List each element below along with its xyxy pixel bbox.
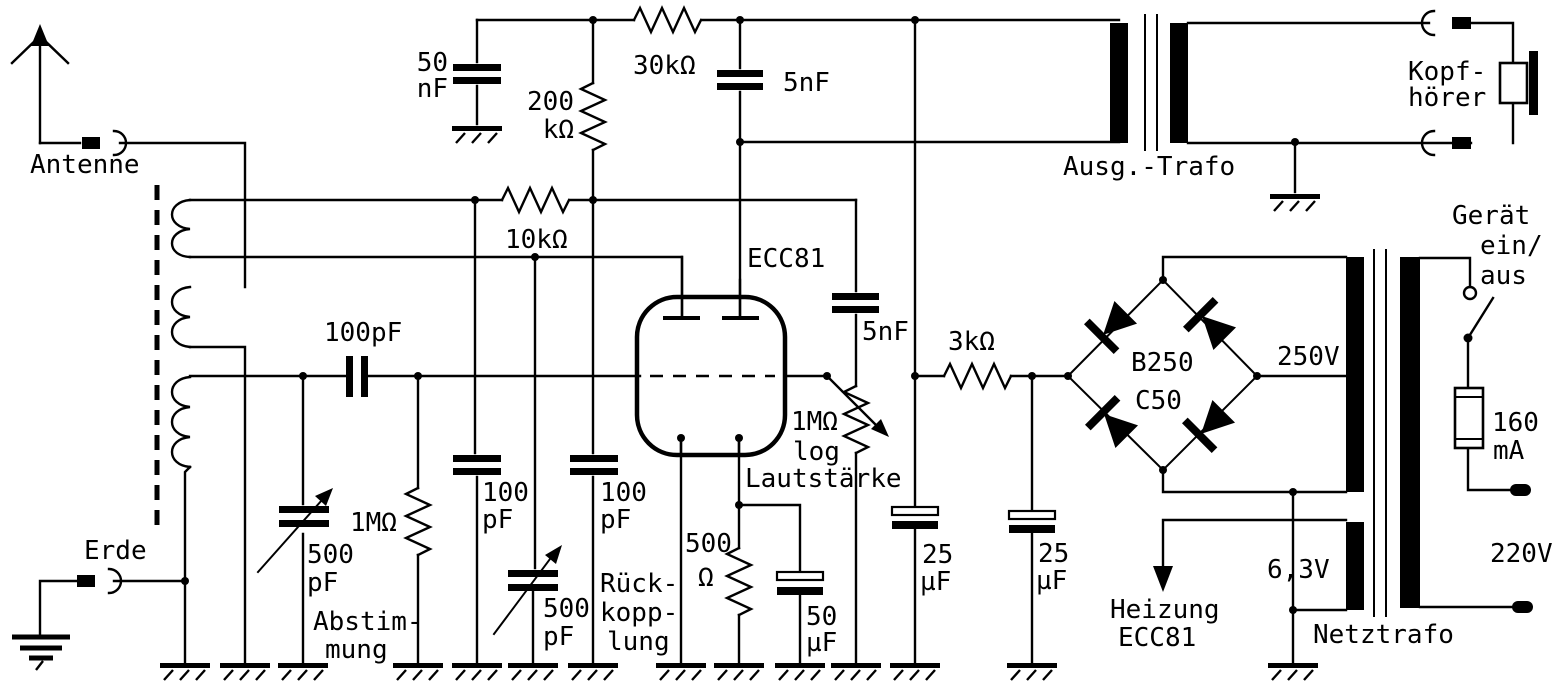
output-transformer bbox=[1110, 14, 1188, 151]
label-headphone-1: Kopf- bbox=[1408, 57, 1486, 87]
wires bbox=[38, 18, 1515, 665]
label-100pf-a-unit: pF bbox=[482, 505, 513, 535]
label-fuse-unit: mA bbox=[1493, 436, 1525, 466]
heater-arrow-icon bbox=[1153, 566, 1173, 592]
label-switch-3: aus bbox=[1480, 261, 1527, 291]
resistor-3k bbox=[942, 361, 1013, 391]
resistor-10k bbox=[500, 185, 571, 215]
label-regen-caption3: lung bbox=[607, 627, 670, 657]
label-erde: Erde bbox=[84, 536, 147, 566]
label-250v: 250V bbox=[1277, 342, 1340, 372]
label-500ohm-unit: Ω bbox=[698, 563, 714, 593]
label-1m-gridleak: 1MΩ bbox=[350, 508, 397, 538]
label-25uf-a-value: 25 bbox=[922, 540, 953, 570]
label-regen-caption1: Rück- bbox=[600, 569, 678, 599]
label-mains-transformer: Netztrafo bbox=[1313, 620, 1454, 650]
antenna-plug-icon bbox=[82, 129, 128, 157]
label-regen-caption2: kopp- bbox=[600, 598, 678, 628]
capacitor-100pf-b bbox=[570, 455, 618, 475]
label-3k: 3kΩ bbox=[948, 327, 995, 357]
label-antenne: Antenne bbox=[30, 150, 140, 180]
label-output-transformer: Ausg.-Trafo bbox=[1063, 152, 1235, 182]
label-tuning-caption1: Abstim- bbox=[313, 607, 423, 637]
label-100pf-series: 100pF bbox=[324, 318, 402, 348]
label-50uf-value: 50 bbox=[806, 602, 837, 632]
label-500ohm-value: 500 bbox=[685, 529, 732, 559]
label-headphone-2: hörer bbox=[1408, 83, 1486, 113]
label-100pf-b-value: 100 bbox=[600, 478, 647, 508]
label-tuning-value: 500 bbox=[307, 540, 354, 570]
fuse-icon bbox=[1453, 386, 1485, 450]
label-220v: 220V bbox=[1490, 539, 1553, 569]
label-fuse-value: 160 bbox=[1492, 408, 1539, 438]
label-10k: 10kΩ bbox=[505, 225, 568, 255]
resistor-200k bbox=[578, 81, 608, 152]
label-50nf-value: 50 bbox=[417, 48, 448, 78]
label-100pf-b-unit: pF bbox=[600, 505, 631, 535]
resistor-1m-gridleak bbox=[403, 486, 433, 557]
headphone-speaker-icon bbox=[1498, 51, 1538, 115]
label-heater-1: Heizung bbox=[1110, 595, 1220, 625]
label-heater-2: ECC81 bbox=[1118, 623, 1196, 653]
label-100pf-a-value: 100 bbox=[482, 478, 529, 508]
label-25uf-a-unit: µF bbox=[920, 567, 951, 597]
label-50nf-unit: nF bbox=[417, 74, 448, 104]
mains-plug-bottom-icon bbox=[1512, 601, 1533, 613]
capacitor-100pf-series bbox=[346, 356, 368, 397]
capacitor-regen-500pf bbox=[492, 545, 562, 636]
capacitor-50nf bbox=[453, 64, 501, 84]
capacitor-tuning-500pf bbox=[256, 488, 333, 574]
mains-plug-top-icon bbox=[1510, 484, 1531, 496]
label-pot-value: 1MΩ bbox=[791, 407, 838, 437]
label-50uf-unit: µF bbox=[806, 628, 837, 658]
label-63v: 6,3V bbox=[1267, 555, 1330, 585]
label-25uf-b-value: 25 bbox=[1038, 539, 1069, 569]
label-200k-unit: kΩ bbox=[543, 115, 574, 145]
capacitor-100pf-a bbox=[453, 455, 501, 475]
resistor-500ohm bbox=[724, 546, 754, 617]
label-switch-2: ein/ bbox=[1480, 231, 1543, 261]
label-regen-value: 500 bbox=[543, 594, 590, 624]
label-pot-taper: log bbox=[793, 437, 840, 467]
label-30k: 30kΩ bbox=[633, 51, 696, 81]
tube-ecc81 bbox=[634, 255, 788, 458]
label-25uf-b-unit: µF bbox=[1036, 566, 1067, 596]
antenna-coil bbox=[154, 185, 192, 525]
label-regen-unit: pF bbox=[543, 622, 574, 652]
headphone-jacks-icon bbox=[1420, 9, 1471, 157]
capacitor-25uf-b bbox=[1007, 509, 1057, 533]
antenna-icon bbox=[10, 24, 70, 145]
label-tuning-caption2: mung bbox=[325, 635, 388, 665]
capacitor-25uf-a bbox=[890, 505, 940, 529]
earth-ground-icon bbox=[12, 634, 70, 671]
earth-plug-icon bbox=[77, 567, 123, 595]
label-200k-value: 200 bbox=[527, 87, 574, 117]
mains-transformer bbox=[1346, 249, 1420, 617]
label-pot-function: Lautstärke bbox=[745, 464, 902, 494]
capacitor-50uf bbox=[775, 570, 825, 595]
resistor-30k bbox=[632, 5, 703, 35]
capacitor-5nf-2 bbox=[832, 293, 879, 313]
label-bridge-type: B250 bbox=[1131, 348, 1194, 378]
label-bridge-rating: C50 bbox=[1135, 386, 1182, 416]
label-tuning-unit: pF bbox=[307, 568, 338, 598]
label-ecc81: ECC81 bbox=[747, 244, 825, 274]
junction-dots bbox=[181, 16, 1473, 614]
label-switch-1: Gerät bbox=[1452, 201, 1530, 231]
potentiometer-volume bbox=[841, 384, 889, 455]
power-switch-icon bbox=[1462, 285, 1478, 301]
label-5nf-2: 5nF bbox=[862, 317, 909, 347]
capacitor-5nf-1 bbox=[717, 70, 763, 90]
label-5nf-1: 5nF bbox=[783, 68, 830, 98]
